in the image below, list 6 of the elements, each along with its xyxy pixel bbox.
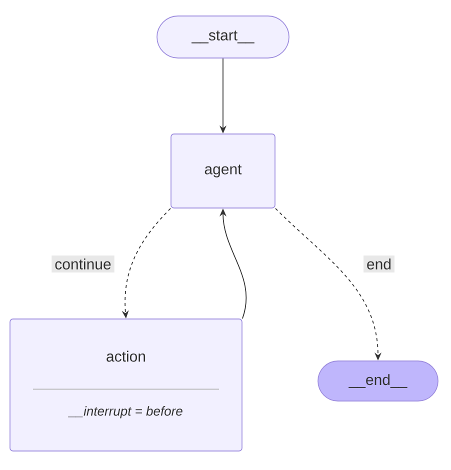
start-terminal: __start__ xyxy=(156,16,290,58)
process-box: agent xyxy=(170,134,276,208)
process-box: action __interrupt = before xyxy=(10,318,242,452)
edge-label: end xyxy=(363,256,395,272)
edge-label: continue xyxy=(52,256,114,272)
end-terminal: __end__ xyxy=(318,360,438,402)
